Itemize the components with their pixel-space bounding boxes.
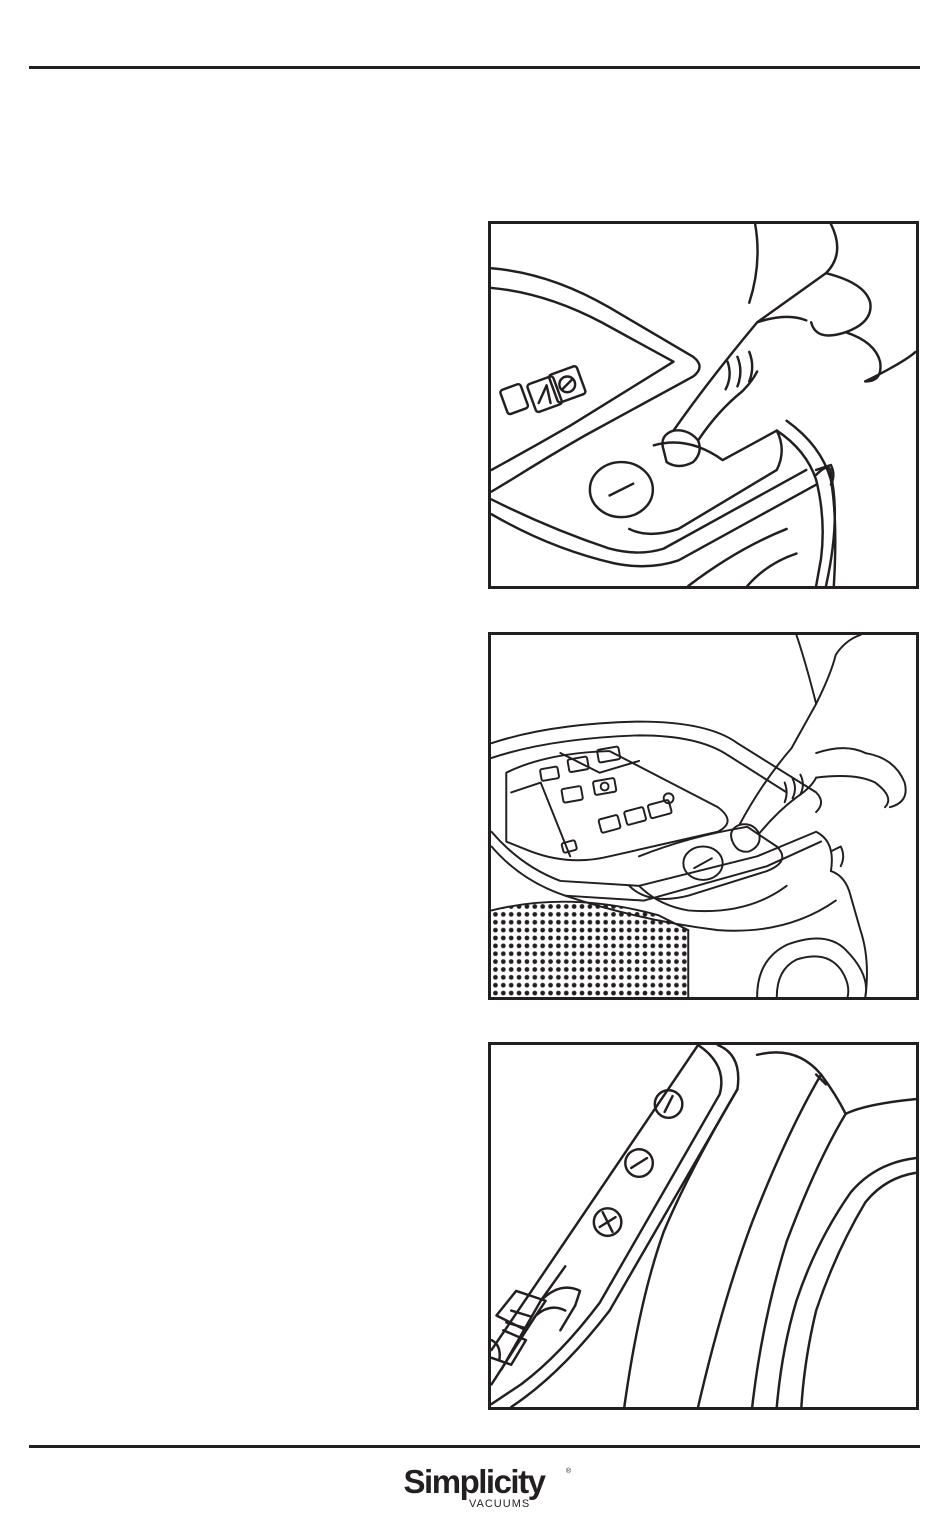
footer-rule [29,1445,920,1448]
figure-finger-pressing-minus-button-closeup [488,221,919,589]
logo-registered-mark: ® [566,1468,571,1475]
simplicity-logo: Simplicity ® VACUUMS [381,1464,571,1514]
figure-finger-pressing-minus-button-canister [488,632,919,1000]
header-rule [29,66,920,69]
logo-sub-text: VACUUMS [469,1498,530,1510]
figure-handle-control-buttons [488,1042,919,1410]
logo-brand-text: Simplicity [381,1464,567,1500]
